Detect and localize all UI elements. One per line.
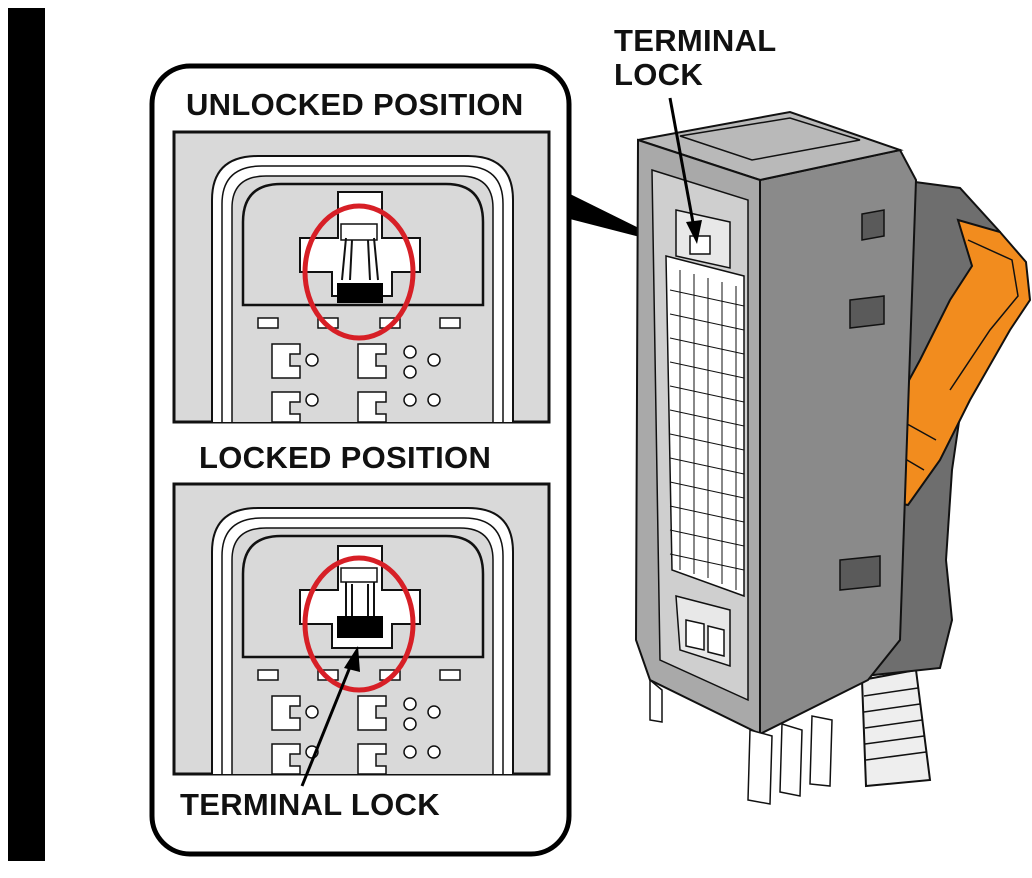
locked-detail: [172, 482, 551, 787]
unlocked-highlight-ring: [302, 203, 416, 341]
terminal-lock-arrow-top: [668, 97, 696, 229]
terminal-lock-arrow-bottom: [300, 661, 354, 787]
terminal-lock-label-top-line2: LOCK: [614, 57, 704, 92]
unlocked-position-label: UNLOCKED POSITION: [186, 87, 524, 122]
locked-highlight-ring: [302, 555, 416, 693]
unlocked-detail: [172, 130, 551, 424]
connector-illustration: [634, 97, 1032, 805]
locked-position-label: LOCKED POSITION: [199, 440, 492, 475]
callout-panel: [149, 63, 675, 857]
left-border-bar: [8, 8, 45, 861]
terminal-lock-label-top: TERMINAL LOCK: [614, 24, 777, 92]
terminal-lock-label-top-line1: TERMINAL: [614, 23, 777, 58]
terminal-lock-label-bottom: TERMINAL LOCK: [180, 787, 440, 822]
wire-harness: [860, 668, 932, 788]
